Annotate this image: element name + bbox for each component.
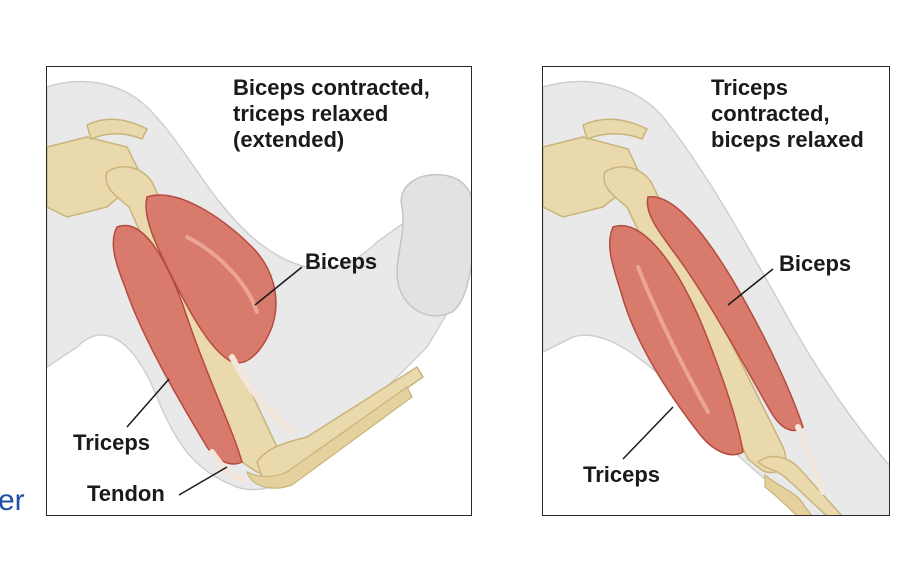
forearm-radius-bone [756,455,843,515]
flexion-caption: Biceps contracted, triceps relaxed (exte… [233,75,430,153]
forearm-ulna-bone [245,386,413,489]
triceps-leader-line [622,406,674,460]
caption-line: (extended) [233,127,345,152]
triceps-label: Triceps [73,430,151,455]
biceps-tendon [795,424,826,495]
triceps-highlight [636,265,710,414]
caption-line: triceps relaxed [233,101,389,126]
caption-line: contracted, [711,101,830,126]
biceps-label: Biceps [305,249,378,274]
triceps-label: Triceps [583,462,661,487]
forearm-ulna-bone [764,473,813,515]
caption-line: biceps relaxed [711,127,864,152]
tendon-label: Tendon [87,481,165,506]
triceps-tendon [209,449,245,482]
extended-arm-illustration [543,80,889,515]
caption-line: Triceps [711,75,789,100]
triceps-muscle [112,224,243,465]
biceps-label: Biceps [779,251,852,276]
extension-panel: Triceps contracted, biceps relaxed Bicep… [542,66,890,516]
fist [396,173,471,317]
biceps-highlight [185,235,259,314]
biceps-leader-line [254,266,303,306]
clavicle-bone [582,118,649,140]
cropped-edge-text: er [0,484,25,517]
biceps-tendon [229,354,295,435]
triceps-leader-line [126,378,170,428]
biceps-muscle [145,194,277,364]
flexion-panel: Biceps contracted, triceps relaxed (exte… [46,66,472,516]
extension-caption: Triceps contracted, biceps relaxed [711,75,864,153]
caption-line: Biceps contracted, [233,75,430,100]
tendon-leader-line [178,466,228,496]
clavicle-bone [86,118,149,141]
flexed-arm-illustration [47,80,471,496]
biceps-leader-line [727,268,774,306]
biceps-muscle [646,196,804,432]
